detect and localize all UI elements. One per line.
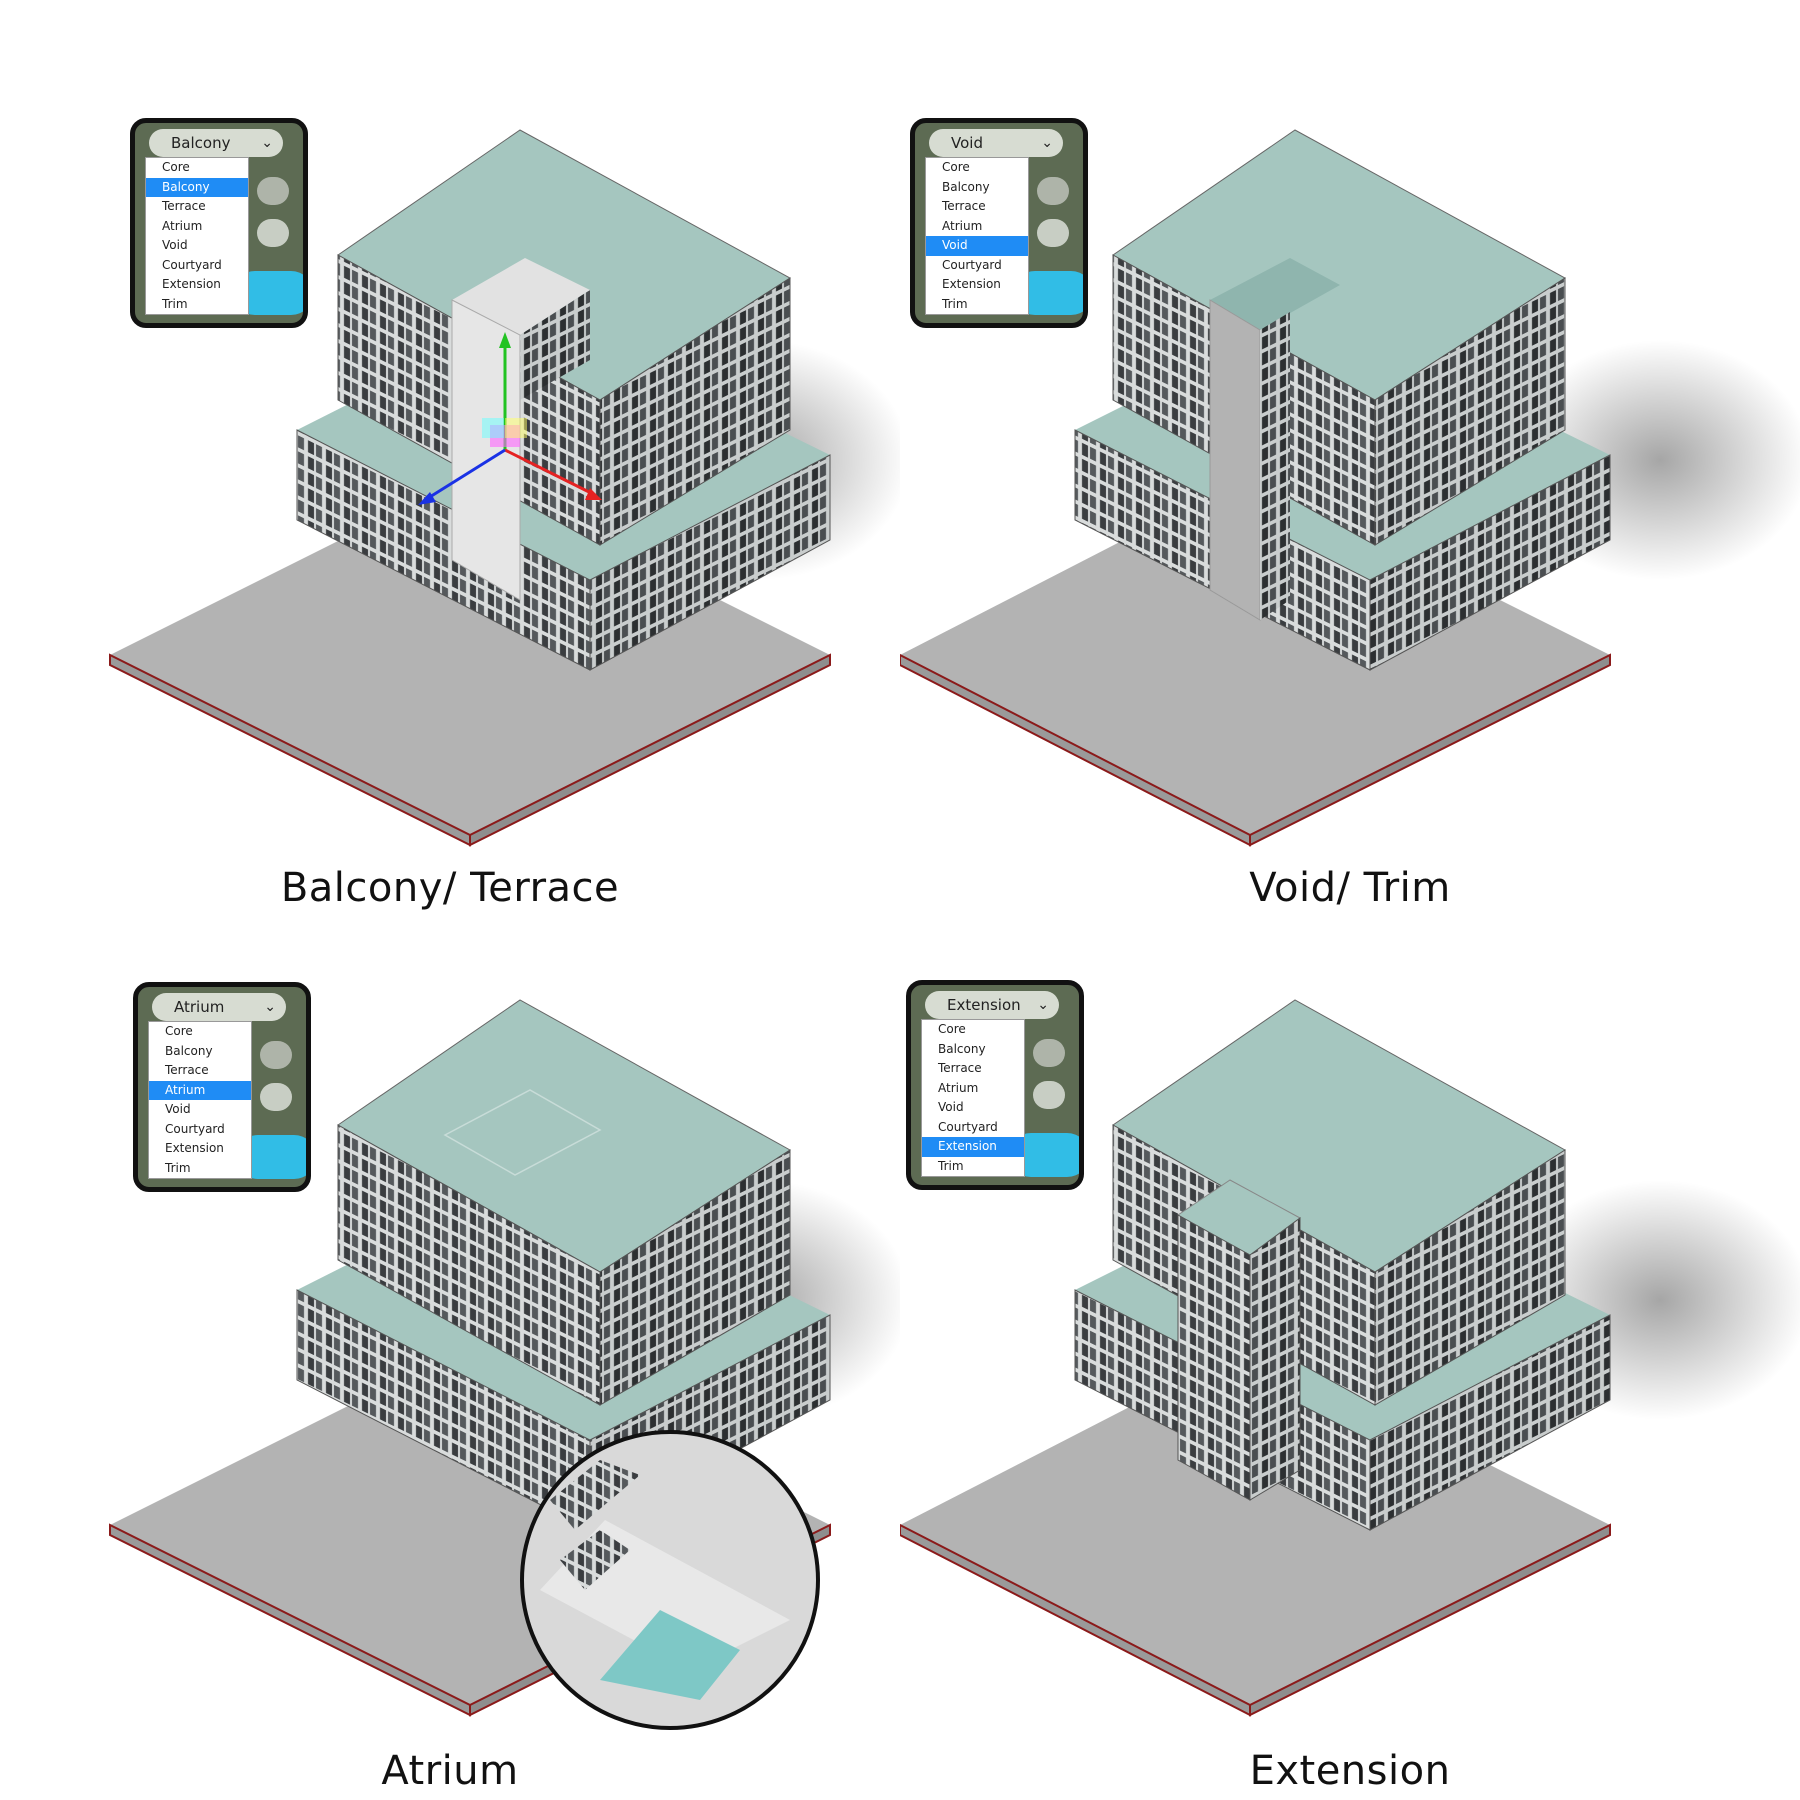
feature-select-value: Extension — [947, 996, 1021, 1014]
building-model-extension[interactable] — [900, 900, 1800, 1800]
option-atrium[interactable]: Atrium — [149, 1080, 251, 1100]
option-courtyard[interactable]: Courtyard — [162, 257, 222, 272]
panel-caption: Extension — [1249, 1748, 1451, 1794]
option-terrace[interactable]: Terrace — [162, 199, 206, 213]
option-terrace[interactable]: Terrace — [165, 1063, 209, 1077]
secondary-select[interactable] — [1037, 177, 1069, 205]
option-courtyard[interactable]: Courtyard — [942, 257, 1002, 272]
building-model-void[interactable] — [900, 0, 1800, 900]
feature-select[interactable]: Extension ⌄ — [925, 991, 1059, 1019]
option-terrace[interactable]: Terrace — [938, 1061, 982, 1075]
option-balcony[interactable]: Balcony — [938, 1041, 986, 1056]
feature-select[interactable]: Atrium ⌄ — [152, 993, 286, 1021]
feature-select[interactable]: Void ⌄ — [929, 129, 1063, 157]
building-model-atrium[interactable] — [0, 900, 900, 1800]
option-extension[interactable]: Extension — [922, 1137, 1024, 1157]
panel-caption: Balcony/ Terrace — [280, 865, 620, 911]
option-void[interactable]: Void — [926, 236, 1028, 256]
panel-balcony-terrace: Balcony ⌄ Core Balcony Terrace Atrium Vo… — [0, 0, 900, 911]
chevron-down-icon: ⌄ — [1041, 135, 1053, 151]
option-extension[interactable]: Extension — [162, 277, 221, 291]
option-courtyard[interactable]: Courtyard — [938, 1119, 998, 1134]
feature-options-list: Core Balcony Terrace Atrium Void Courtya… — [148, 1021, 252, 1179]
secondary-select[interactable] — [260, 1041, 292, 1069]
panel-caption: Void/ Trim — [1249, 865, 1451, 911]
option-balcony[interactable]: Balcony — [165, 1043, 213, 1058]
feature-select-value: Balcony — [171, 134, 231, 152]
panel-caption: Atrium — [381, 1748, 519, 1794]
feature-select-value: Void — [951, 134, 983, 152]
option-trim[interactable]: Trim — [162, 296, 188, 311]
option-core[interactable]: Core — [938, 1022, 966, 1036]
option-void[interactable]: Void — [165, 1102, 191, 1116]
option-trim[interactable]: Trim — [165, 1160, 191, 1175]
toggle-control[interactable] — [1033, 1081, 1065, 1109]
option-core[interactable]: Core — [165, 1024, 193, 1038]
toggle-control[interactable] — [260, 1083, 292, 1111]
feature-dropdown-widget: Void ⌄ Core Balcony Terrace Atrium Void … — [910, 118, 1088, 328]
option-core[interactable]: Core — [942, 160, 970, 174]
feature-select-value: Atrium — [174, 998, 225, 1016]
feature-options-list: Core Balcony Terrace Atrium Void Courtya… — [145, 157, 249, 315]
building-model-balcony[interactable] — [0, 0, 900, 900]
feature-dropdown-widget: Extension ⌄ Core Balcony Terrace Atrium … — [906, 980, 1084, 1190]
toggle-control[interactable] — [257, 219, 289, 247]
toggle-control[interactable] — [1037, 219, 1069, 247]
secondary-select[interactable] — [1033, 1039, 1065, 1067]
feature-dropdown-widget: Atrium ⌄ Core Balcony Terrace Atrium Voi… — [133, 982, 311, 1192]
panel-atrium: Atrium ⌄ Core Balcony Terrace Atrium Voi… — [0, 900, 900, 1800]
option-balcony[interactable]: Balcony — [942, 179, 990, 194]
option-trim[interactable]: Trim — [938, 1158, 964, 1173]
secondary-select[interactable] — [257, 177, 289, 205]
option-extension[interactable]: Extension — [165, 1141, 224, 1155]
chevron-down-icon: ⌄ — [264, 999, 276, 1015]
option-balcony[interactable]: Balcony — [146, 177, 248, 197]
feature-options-list: Core Balcony Terrace Atrium Void Courtya… — [925, 157, 1029, 315]
option-atrium[interactable]: Atrium — [942, 218, 983, 233]
option-void[interactable]: Void — [938, 1100, 964, 1114]
option-void[interactable]: Void — [162, 238, 188, 252]
option-atrium[interactable]: Atrium — [938, 1080, 979, 1095]
feature-options-list: Core Balcony Terrace Atrium Void Courtya… — [921, 1019, 1025, 1177]
chevron-down-icon: ⌄ — [1037, 997, 1049, 1013]
option-courtyard[interactable]: Courtyard — [165, 1121, 225, 1136]
option-atrium[interactable]: Atrium — [162, 218, 203, 233]
option-trim[interactable]: Trim — [942, 296, 968, 311]
feature-dropdown-widget: Balcony ⌄ Core Balcony Terrace Atrium Vo… — [130, 118, 308, 328]
panel-void-trim: Void ⌄ Core Balcony Terrace Atrium Void … — [900, 0, 1800, 911]
panel-extension: Extension ⌄ Core Balcony Terrace Atrium … — [900, 900, 1800, 1800]
option-terrace[interactable]: Terrace — [942, 199, 986, 213]
option-extension[interactable]: Extension — [942, 277, 1001, 291]
chevron-down-icon: ⌄ — [261, 135, 273, 151]
feature-select[interactable]: Balcony ⌄ — [149, 129, 283, 157]
option-core[interactable]: Core — [162, 160, 190, 174]
